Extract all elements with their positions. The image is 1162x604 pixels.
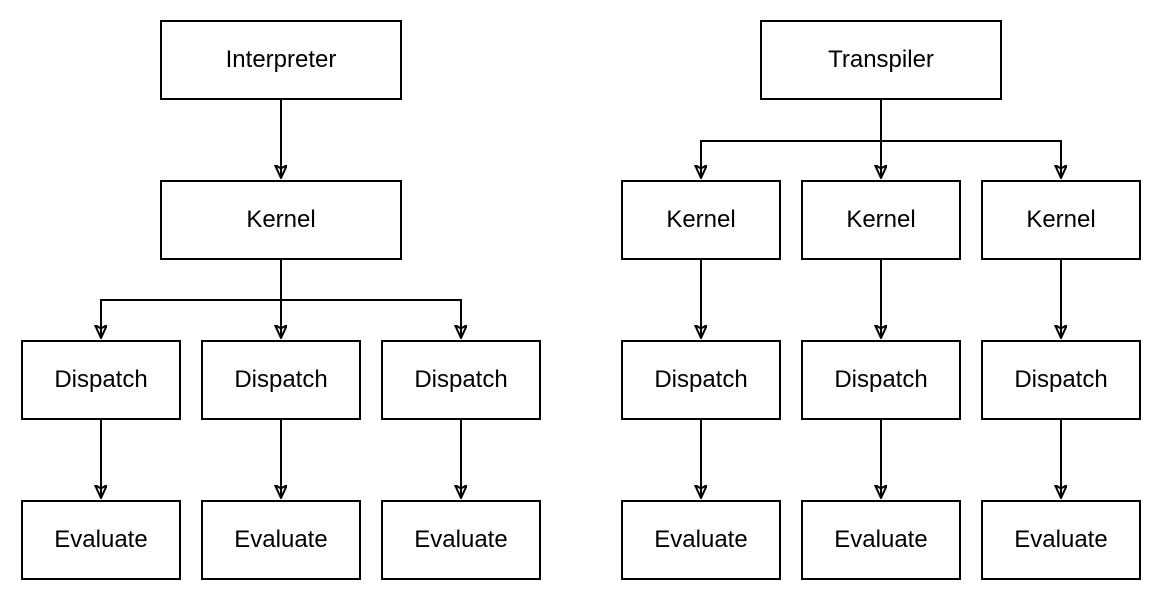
left-evaluate-node-2: Evaluate <box>201 500 361 580</box>
right-evaluate-node-1: Evaluate <box>621 500 781 580</box>
left-evaluate-node-1: Evaluate <box>21 500 181 580</box>
edge-kernel-to-dispatch-1 <box>101 299 281 338</box>
right-dispatch-node-1: Dispatch <box>621 340 781 420</box>
edge-kernel-to-dispatch-3 <box>281 299 461 338</box>
right-dispatch-node-2: Dispatch <box>801 340 961 420</box>
right-dispatch-node-3: Dispatch <box>981 340 1141 420</box>
left-dispatch-node-3: Dispatch <box>381 340 541 420</box>
right-kernel-node-3: Kernel <box>981 180 1141 260</box>
left-evaluate-node-3: Evaluate <box>381 500 541 580</box>
left-kernel-node: Kernel <box>160 180 402 260</box>
edge-transpiler-to-kernel-1 <box>701 140 881 178</box>
transpiler-node: Transpiler <box>760 20 1002 100</box>
interpreter-node: Interpreter <box>160 20 402 100</box>
right-kernel-node-1: Kernel <box>621 180 781 260</box>
right-kernel-node-2: Kernel <box>801 180 961 260</box>
right-evaluate-node-2: Evaluate <box>801 500 961 580</box>
right-evaluate-node-3: Evaluate <box>981 500 1141 580</box>
left-dispatch-node-2: Dispatch <box>201 340 361 420</box>
edge-transpiler-to-kernel-3 <box>881 140 1061 178</box>
left-dispatch-node-1: Dispatch <box>21 340 181 420</box>
